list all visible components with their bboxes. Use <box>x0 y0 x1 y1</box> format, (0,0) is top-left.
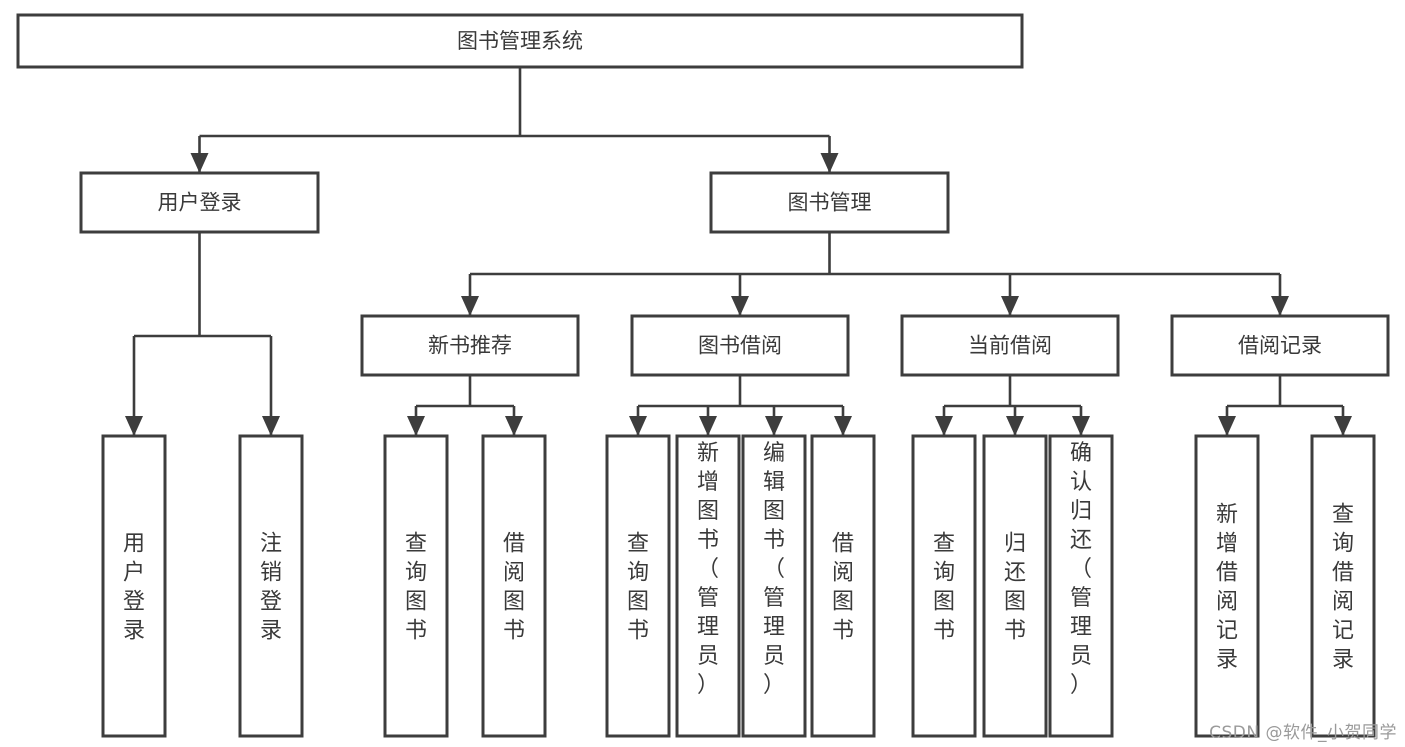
node-leaf-add-book[interactable]: 新增图书（管理员） <box>675 434 741 738</box>
node-box <box>1170 314 1390 377</box>
arrowhead-icon <box>834 416 852 436</box>
node-leaf-edit-book[interactable]: 编辑图书（管理员） <box>741 434 807 738</box>
node-box <box>238 434 304 738</box>
arrowhead-icon <box>699 416 717 436</box>
node-leaf-query-book-2[interactable]: 查询图书 <box>605 434 671 738</box>
arrowhead-icon <box>125 416 143 436</box>
arrowhead-icon <box>629 416 647 436</box>
arrowhead-icon <box>1334 416 1352 436</box>
arrowhead-icon <box>1006 416 1024 436</box>
node-leaf-user-login[interactable]: 用户登录 <box>101 434 167 738</box>
node-label: 用户登录 <box>158 191 242 215</box>
node-label: 用户登录 <box>123 532 145 644</box>
node-book-manage[interactable]: 图书管理 <box>709 171 950 234</box>
node-box <box>709 171 950 234</box>
node-borrow-record[interactable]: 借阅记录 <box>1170 314 1390 377</box>
node-leaf-borrow-book-1[interactable]: 借阅图书 <box>481 434 547 738</box>
arrowhead-icon <box>1218 416 1236 436</box>
node-box <box>360 314 580 377</box>
node-leaf-add-record[interactable]: 新增借阅记录 <box>1194 434 1260 738</box>
arrowhead-icon <box>190 153 209 173</box>
node-label: 编辑图书（管理员） <box>763 441 785 698</box>
node-label: 归还图书 <box>1004 532 1026 644</box>
node-label: 查询图书 <box>405 532 427 644</box>
node-box <box>810 434 876 738</box>
arrowhead-icon <box>731 296 749 316</box>
arrowhead-icon <box>1072 416 1090 436</box>
node-box <box>982 434 1048 738</box>
node-label: 新增借阅记录 <box>1216 503 1238 673</box>
node-label: 当前借阅 <box>968 334 1052 358</box>
node-label: 新书推荐 <box>428 334 512 358</box>
node-label: 查询图书 <box>933 532 955 644</box>
node-new-book-recommend[interactable]: 新书推荐 <box>360 314 580 377</box>
node-box <box>1194 434 1260 738</box>
nodes-layer: 图书管理系统用户登录图书管理新书推荐图书借阅当前借阅借阅记录用户登录注销登录查询… <box>16 13 1390 738</box>
arrowhead-icon <box>407 416 425 436</box>
connector-lines-layer <box>125 67 1352 436</box>
node-label: 图书借阅 <box>698 334 782 358</box>
node-root[interactable]: 图书管理系统 <box>16 13 1024 69</box>
watermark-text: CSDN @软件_小贺同学 <box>1209 723 1397 743</box>
node-leaf-logout[interactable]: 注销登录 <box>238 434 304 738</box>
arrowhead-icon <box>461 296 479 316</box>
node-label: 图书管理系统 <box>457 29 583 53</box>
node-box <box>383 434 449 738</box>
node-label: 借阅图书 <box>832 532 854 644</box>
node-box <box>741 434 807 738</box>
node-label: 确认归还（管理员） <box>1070 441 1092 698</box>
node-leaf-query-book-1[interactable]: 查询图书 <box>383 434 449 738</box>
node-label: 借阅记录 <box>1238 334 1322 358</box>
arrowhead-icon <box>935 416 953 436</box>
node-label: 新增图书（管理员） <box>697 441 719 698</box>
arrowhead-icon <box>1271 296 1289 316</box>
node-box <box>101 434 167 738</box>
arrowhead-icon <box>820 153 839 173</box>
node-box <box>900 314 1120 377</box>
arrowhead-icon <box>262 416 280 436</box>
node-label: 图书管理 <box>788 191 872 215</box>
arrowhead-icon <box>1001 296 1019 316</box>
node-current-borrow[interactable]: 当前借阅 <box>900 314 1120 377</box>
node-box <box>481 434 547 738</box>
node-user-login[interactable]: 用户登录 <box>79 171 320 234</box>
node-label: 注销登录 <box>260 532 282 644</box>
node-box <box>16 13 1024 69</box>
node-box <box>79 171 320 234</box>
node-label: 查询图书 <box>627 532 649 644</box>
arrowhead-icon <box>505 416 523 436</box>
node-box <box>1048 434 1114 738</box>
node-box <box>675 434 741 738</box>
node-leaf-borrow-book-2[interactable]: 借阅图书 <box>810 434 876 738</box>
node-leaf-return-book[interactable]: 归还图书 <box>982 434 1048 738</box>
node-box <box>911 434 977 738</box>
node-leaf-query-record[interactable]: 查询借阅记录 <box>1310 434 1376 738</box>
node-leaf-confirm-return[interactable]: 确认归还（管理员） <box>1048 434 1114 738</box>
node-label: 借阅图书 <box>503 532 525 644</box>
node-leaf-query-book-3[interactable]: 查询图书 <box>911 434 977 738</box>
node-label: 查询借阅记录 <box>1332 503 1354 673</box>
arrowhead-icon <box>765 416 783 436</box>
node-box <box>605 434 671 738</box>
node-book-borrow[interactable]: 图书借阅 <box>630 314 850 377</box>
node-box <box>1310 434 1376 738</box>
node-box <box>630 314 850 377</box>
